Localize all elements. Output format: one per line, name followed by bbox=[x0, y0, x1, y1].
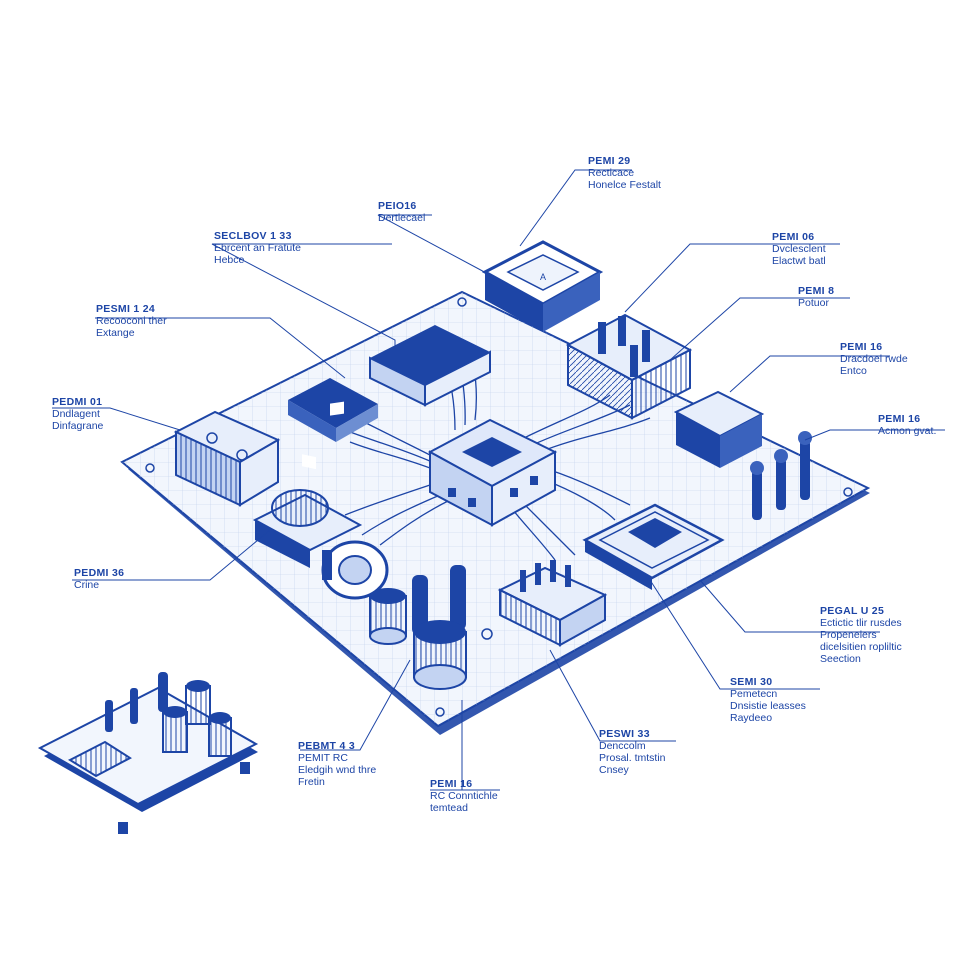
callout-label: PEMI 29 Recticace Honelce Festalt bbox=[588, 155, 661, 191]
callout-label: PESMI 1 24 Recooconi ther Extange bbox=[96, 303, 167, 339]
left-finned-box bbox=[173, 410, 281, 507]
callout-label: PEMI 16 RC Conntichle temtead bbox=[430, 778, 498, 814]
leader-lines bbox=[52, 169, 945, 791]
pin-header-module bbox=[497, 560, 608, 647]
callout-label: PEDMI 01 Dndlagent Dinfagrane bbox=[52, 396, 104, 432]
secondary-board bbox=[37, 672, 259, 834]
callout-label: PEMI 06 Dvclesclent Elactwt batl bbox=[772, 231, 826, 267]
callout-label: SECLBOV 1 33 Ebrcent an Fratute Hebce bbox=[214, 230, 301, 266]
stacked-module bbox=[565, 313, 693, 420]
display-module bbox=[288, 378, 378, 470]
callout-label: PEIO16 Dertlecael bbox=[378, 200, 426, 224]
socket-chip bbox=[582, 503, 725, 590]
heatsink-module bbox=[369, 325, 491, 407]
callout-label: PESWI 33 Denccolm Prosal. tmtstin Cnsey bbox=[599, 728, 666, 776]
callout-label: PEMI 16 Dracdoel rwde Entco bbox=[840, 341, 908, 377]
callout-label: PEBMT 4 3 PEMIT RC Eledgih wnd thre Fret… bbox=[298, 740, 377, 788]
callout-label: PEMI 16 Acmon gvat. bbox=[878, 413, 937, 437]
capacitor-group bbox=[369, 565, 467, 690]
central-chip bbox=[427, 418, 558, 527]
callout-label: PEDMI 36 Crine bbox=[74, 567, 125, 591]
standoff-posts bbox=[750, 431, 812, 520]
bracket-module bbox=[673, 390, 765, 468]
callout-label: SEMI 30 Pemetecn Dnsistie leasses Raydee… bbox=[730, 676, 806, 724]
coil-module bbox=[252, 489, 389, 600]
top-framed-module: A bbox=[481, 240, 604, 332]
svg-text:A: A bbox=[540, 272, 546, 282]
callout-label: PEGAL U 25 Ectictic tlir rusdes Propenel… bbox=[820, 605, 902, 665]
callout-label: PEMI 8 Potuor bbox=[798, 285, 835, 309]
